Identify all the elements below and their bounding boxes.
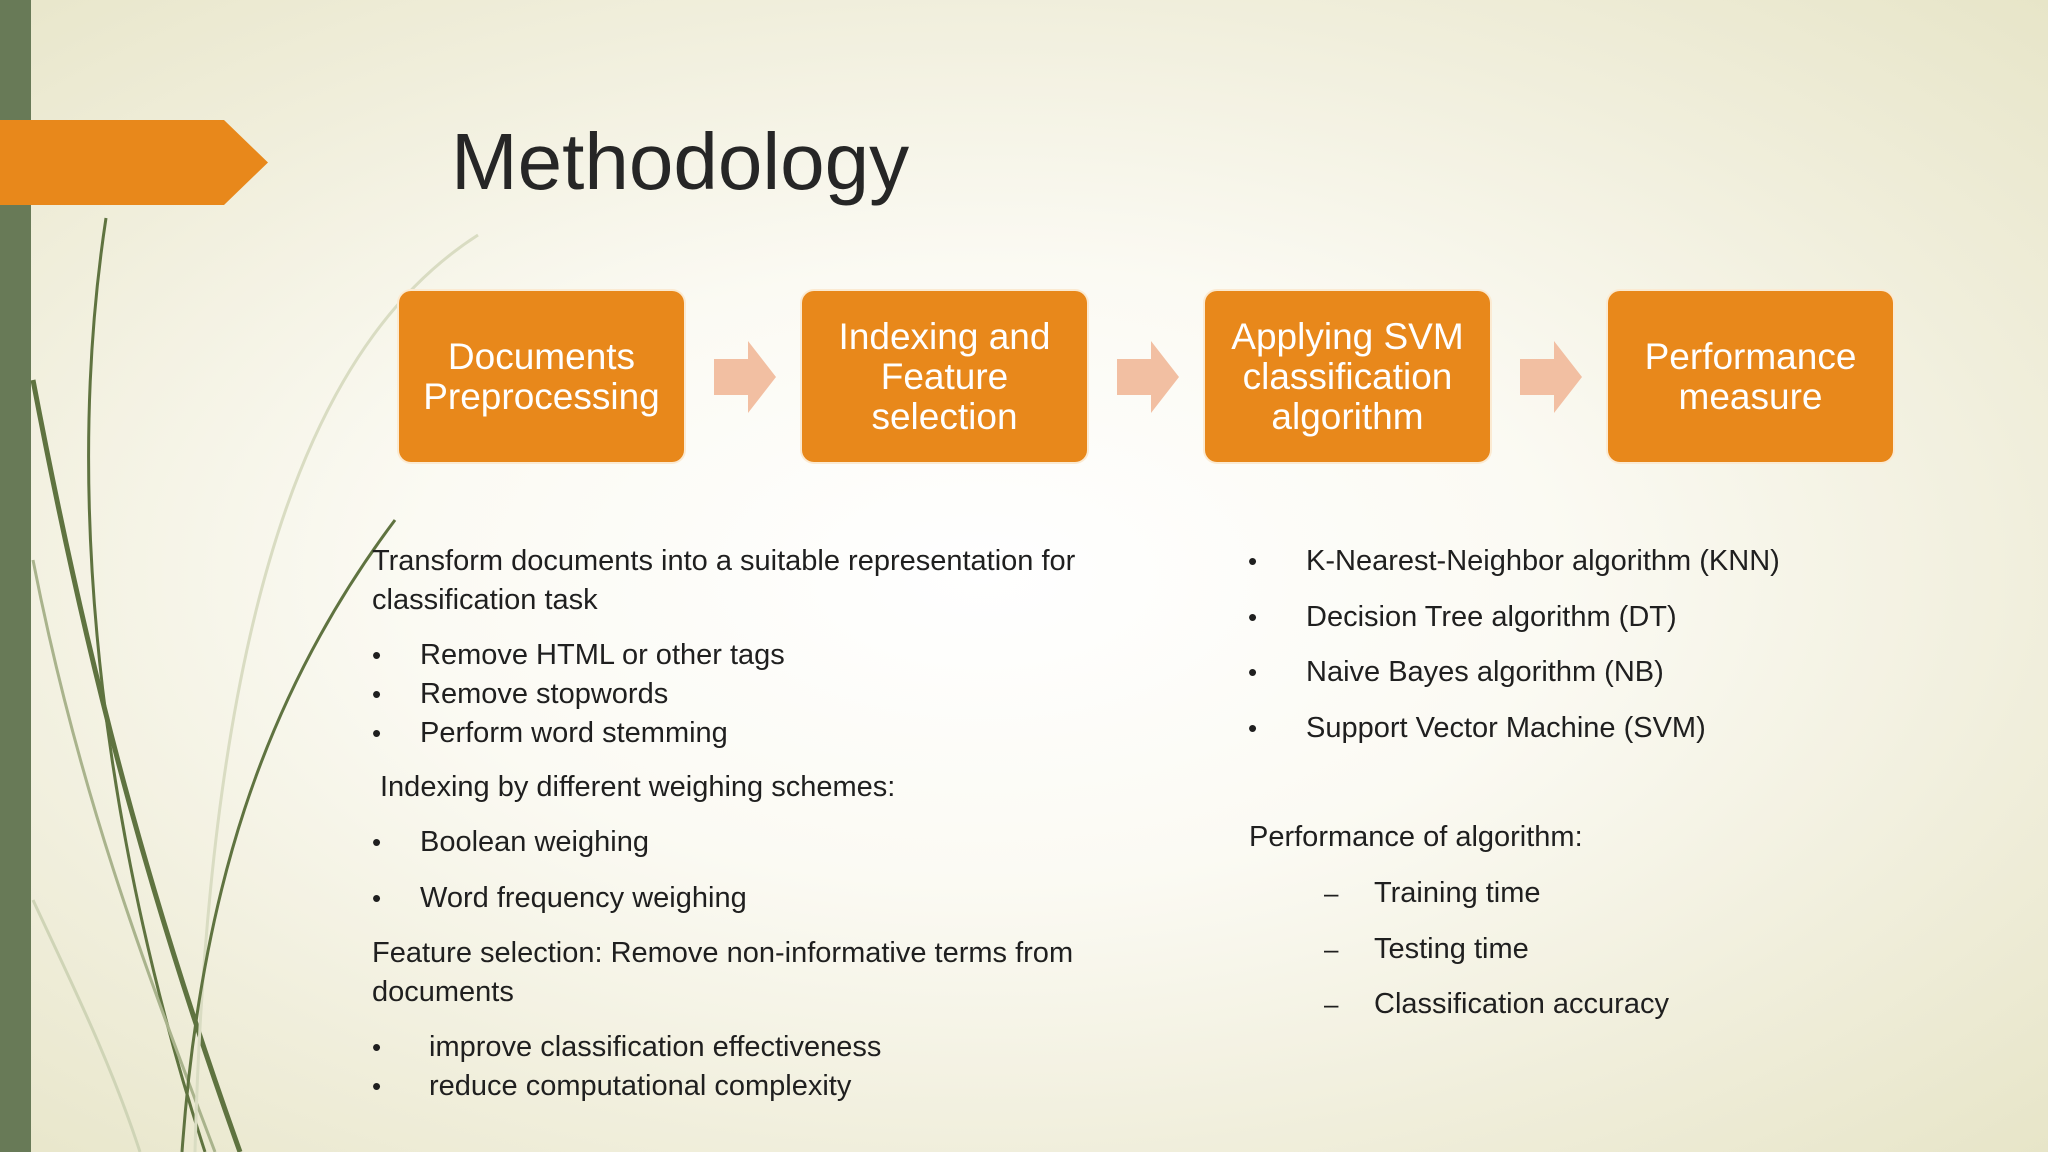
list-item: Boolean weighing: [420, 823, 649, 862]
list-item: improve classification effectiveness: [429, 1028, 881, 1067]
feature-selection-line-2: documents: [372, 973, 514, 1012]
dash-icon: –: [1324, 874, 1338, 913]
title-arrow-tab: [0, 120, 268, 205]
feature-selection-line-1: Feature selection: Remove non-informativ…: [372, 934, 1073, 973]
flow-step-indexing-feature-selection: Indexing and Feature selection: [802, 291, 1087, 462]
bullet-icon: •: [372, 1028, 381, 1067]
performance-item: Testing time: [1374, 930, 1529, 969]
algorithm-item: Support Vector Machine (SVM): [1306, 709, 1706, 748]
flow-arrow-icon: [1520, 341, 1582, 413]
bullet-icon: •: [372, 636, 381, 675]
list-item: reduce computational complexity: [429, 1067, 851, 1106]
bullet-icon: •: [1248, 542, 1257, 581]
flow-step-performance-measure: Performance measure: [1608, 291, 1893, 462]
bullet-icon: •: [372, 714, 381, 753]
performance-item: Training time: [1374, 874, 1541, 913]
algorithm-item: K-Nearest-Neighbor algorithm (KNN): [1306, 542, 1780, 581]
bullet-icon: •: [1248, 653, 1257, 692]
flow-step-documents-preprocessing: Documents Preprocessing: [399, 291, 684, 462]
dash-icon: –: [1324, 985, 1338, 1024]
dash-icon: –: [1324, 930, 1338, 969]
algorithm-item: Naive Bayes algorithm (NB): [1306, 653, 1664, 692]
bullet-icon: •: [372, 675, 381, 714]
bullet-icon: •: [372, 1067, 381, 1106]
flow-arrow-icon: [714, 341, 776, 413]
list-item: Word frequency weighing: [420, 879, 747, 918]
list-item: Perform word stemming: [420, 714, 728, 753]
preprocessing-intro-line-2: classification task: [372, 581, 598, 620]
list-item: Remove stopwords: [420, 675, 668, 714]
list-item: Remove HTML or other tags: [420, 636, 785, 675]
bullet-icon: •: [1248, 709, 1257, 748]
flow-step-applying-svm: Applying SVM classification algorithm: [1205, 291, 1490, 462]
preprocessing-intro-line-1: Transform documents into a suitable repr…: [372, 542, 1075, 581]
algorithm-item: Decision Tree algorithm (DT): [1306, 598, 1677, 637]
flow-arrow-icon: [1117, 341, 1179, 413]
performance-heading: Performance of algorithm:: [1249, 818, 1583, 857]
bullet-icon: •: [372, 879, 381, 918]
slide-title: Methodology: [451, 112, 909, 212]
indexing-heading: Indexing by different weighing schemes:: [380, 768, 895, 807]
bullet-icon: •: [372, 823, 381, 862]
bullet-icon: •: [1248, 598, 1257, 637]
performance-item: Classification accuracy: [1374, 985, 1669, 1024]
